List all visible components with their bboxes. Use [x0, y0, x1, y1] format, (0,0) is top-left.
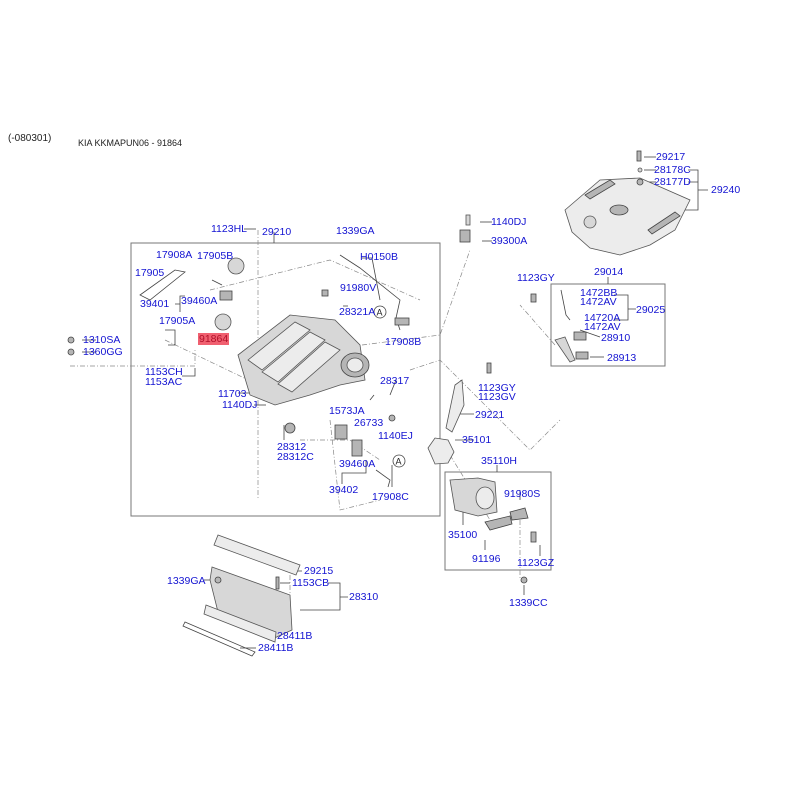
- part-label-29014[interactable]: 29014: [594, 266, 624, 278]
- part-label-28411b-a[interactable]: 28411B: [277, 630, 313, 642]
- map-sensor: [459, 214, 471, 243]
- part-label-29210[interactable]: 29210: [262, 226, 292, 238]
- part-label-17905[interactable]: 17905: [135, 267, 165, 279]
- callout-a-top: A: [373, 305, 387, 319]
- callout-a-bottom: A: [392, 454, 406, 468]
- part-label-28178c[interactable]: 28178C: [654, 164, 691, 176]
- svg-text:A: A: [377, 308, 383, 318]
- part-label-1339ga-bottom[interactable]: 1339GA: [167, 575, 206, 587]
- part-label-1573ja[interactable]: 1573JA: [329, 405, 365, 417]
- part-label-1310sa[interactable]: 1310SA: [83, 334, 121, 346]
- part-label-29221[interactable]: 29221: [475, 409, 505, 421]
- part-label-1140ej[interactable]: 1140EJ: [378, 430, 413, 442]
- part-label-28177d[interactable]: 28177D: [654, 176, 691, 188]
- part-label-h0150b[interactable]: H0150B: [360, 251, 398, 263]
- bolt-1123gy: [486, 362, 492, 374]
- part-label-29217[interactable]: 29217: [656, 151, 686, 163]
- intake-manifold: [237, 314, 370, 406]
- lower-intake-manifold: [182, 534, 301, 657]
- part-label-1472bb[interactable]: 1472BB: [580, 287, 618, 299]
- part-label-91196[interactable]: 91196: [472, 553, 501, 565]
- part-label-39300a[interactable]: 39300A: [491, 235, 528, 247]
- part-label-39402[interactable]: 39402: [329, 484, 359, 496]
- small-parts-lower: [284, 379, 397, 488]
- part-label-11703[interactable]: 11703: [218, 388, 247, 400]
- part-label-28913[interactable]: 28913: [607, 352, 637, 364]
- part-label-29215[interactable]: 29215: [304, 565, 334, 577]
- catalog-reference: KIA KKMAPUN06 - 91864: [78, 138, 183, 148]
- part-label-1472av-a[interactable]: 1472AV: [580, 296, 617, 308]
- part-label-28321a[interactable]: 28321A: [339, 306, 376, 318]
- part-label-28312[interactable]: 28312: [277, 441, 307, 453]
- part-label-35101[interactable]: 35101: [462, 434, 492, 446]
- part-label-28312c[interactable]: 28312C: [277, 451, 314, 463]
- valve-17908b: [394, 317, 410, 326]
- part-label-1140dj-top[interactable]: 1140DJ: [491, 216, 527, 228]
- part-label-1123gy-mid[interactable]: 1123GY: [478, 382, 516, 394]
- part-label-91980s[interactable]: 91980S: [504, 488, 541, 500]
- part-label-17908a[interactable]: 17908A: [156, 249, 193, 261]
- throttle-body-assembly-frame: [444, 471, 552, 571]
- bracket-29221: [445, 379, 465, 433]
- part-label-29240[interactable]: 29240: [711, 184, 741, 196]
- bracket-91980v: [321, 289, 329, 297]
- gasket-35101: [427, 437, 455, 465]
- part-label-1123hl[interactable]: 1123HL: [211, 223, 248, 235]
- part-label-26733[interactable]: 26733: [354, 417, 384, 429]
- date-code: (-080301): [8, 133, 52, 144]
- engine-cover: [564, 150, 691, 256]
- part-label-1153ac[interactable]: 1153AC: [145, 376, 183, 388]
- small-parts-left: [67, 257, 245, 356]
- intake-manifold-assembly-frame: [130, 242, 441, 517]
- throttle-body: [449, 477, 537, 584]
- part-label-17905b[interactable]: 17905B: [197, 250, 234, 262]
- part-label-1123gy-top[interactable]: 1123GY: [517, 272, 555, 284]
- part-label-91864-highlighted[interactable]: 91864: [198, 333, 230, 345]
- part-label-39460a-bottom[interactable]: 39460A: [339, 458, 376, 470]
- part-label-28317[interactable]: 28317: [380, 375, 410, 387]
- part-label-14720a[interactable]: 14720A: [584, 312, 621, 324]
- part-label-17908b[interactable]: 17908B: [385, 336, 422, 348]
- part-label-1360gg[interactable]: 1360GG: [83, 346, 123, 358]
- part-label-1123gv[interactable]: 1123GV: [478, 391, 516, 403]
- part-label-1123gz[interactable]: 1123GZ: [517, 557, 555, 569]
- part-label-35110h[interactable]: 35110H: [481, 455, 518, 467]
- part-label-1472av-b[interactable]: 1472AV: [584, 321, 621, 333]
- part-label-39460a-top[interactable]: 39460A: [181, 295, 218, 307]
- part-label-1339cc[interactable]: 1339CC: [509, 597, 548, 609]
- part-label-28411b-b[interactable]: 28411B: [258, 642, 294, 654]
- part-label-28310[interactable]: 28310: [349, 591, 379, 603]
- pcv-parts: [530, 289, 589, 363]
- part-label-1153cb[interactable]: 1153CB: [292, 577, 330, 589]
- part-label-35100[interactable]: 35100: [448, 529, 478, 541]
- part-label-17908c[interactable]: 17908C: [372, 491, 409, 503]
- part-label-39401[interactable]: 39401: [140, 298, 170, 310]
- part-label-91980v[interactable]: 91980V: [340, 282, 377, 294]
- part-label-29025[interactable]: 29025: [636, 304, 666, 316]
- part-label-1153ch[interactable]: 1153CH: [145, 366, 183, 378]
- part-label-1339ga-top[interactable]: 1339GA: [336, 225, 375, 237]
- part-label-28910[interactable]: 28910: [601, 332, 631, 344]
- part-label-1140dj-left[interactable]: 1140DJ: [222, 399, 258, 411]
- svg-text:A: A: [396, 457, 402, 467]
- part-label-17905a[interactable]: 17905A: [159, 315, 196, 327]
